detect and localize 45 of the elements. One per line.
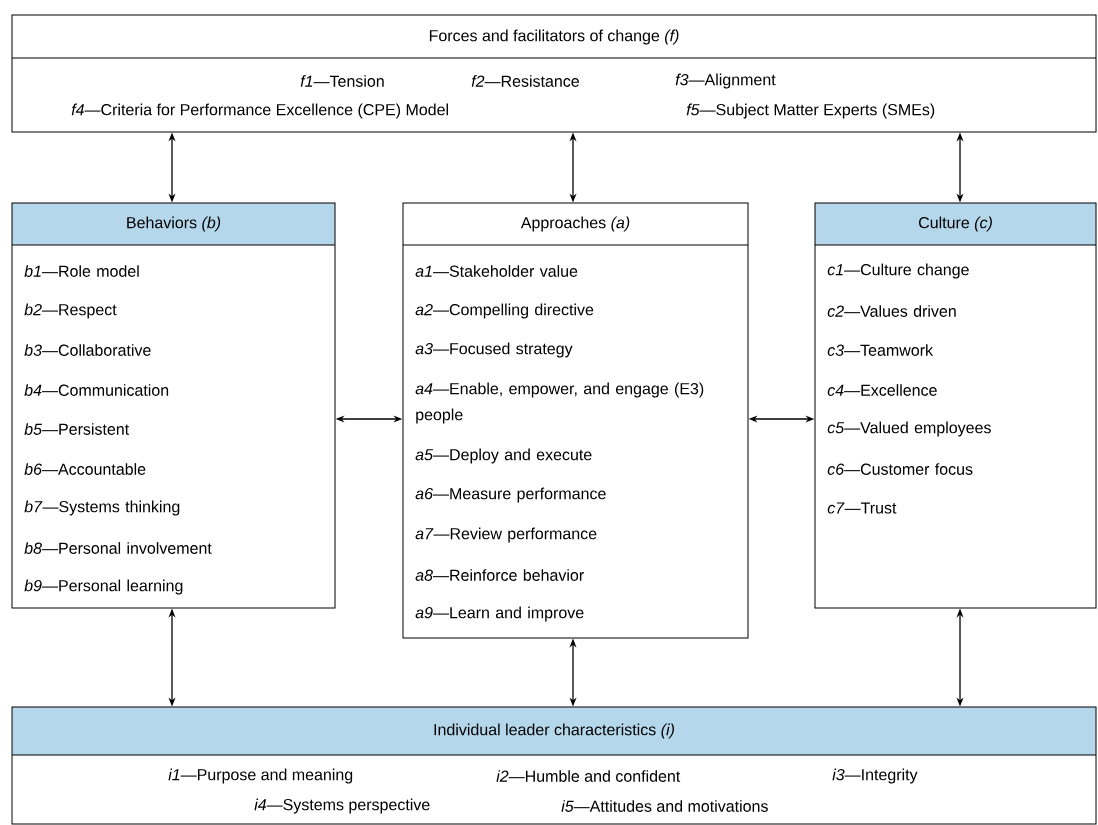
panel-heading: Culture (c) (919, 216, 992, 232)
list-item: b7—Systems thinking (24, 500, 180, 516)
list-item: c1—Culture change (827, 263, 969, 279)
panel (11, 14, 1097, 133)
list-item: a2—Compelling directive (415, 303, 594, 319)
list-item: f4—Criteria for Performance Excellence (CPE) Model (71, 103, 448, 119)
list-item: a6—Measure performance (415, 487, 606, 503)
list-item: i4—Systems perspective (254, 798, 430, 814)
panel (11, 706, 1097, 825)
list-item: c4—Excellence (827, 384, 937, 396)
list-item: i1—Purpose and meaning (168, 768, 353, 784)
list-item: f5—Subject Matter Experts (SMEs) (686, 103, 935, 119)
list-item: b8—Personal involvement (24, 542, 212, 554)
list-item: c7—Trust (827, 502, 897, 514)
list-item: c6—Customer focus (827, 463, 973, 475)
panel-heading: Behaviors (b) (127, 216, 221, 232)
list-item: c5—Valued employees (827, 421, 991, 437)
panel-heading: Approaches (a) (520, 216, 630, 232)
list-item: f3—Alignment (675, 73, 776, 89)
list-item: f2—Resistance (471, 75, 579, 87)
panel-heading: Individual leader characteristics (i) (434, 723, 674, 739)
list-item: c3—Teamwork (827, 344, 934, 356)
list-item: a9—Learn and improve (415, 606, 584, 622)
list-item: b4—Communication (24, 384, 169, 396)
panel (11, 202, 336, 609)
list-item: b1—Role model (24, 265, 139, 277)
list-item: b6—Accountable (24, 463, 146, 475)
list-item: b2—Respect (24, 303, 117, 319)
list-item: a7—Review performance (415, 527, 597, 543)
list-item: f1—Tension (300, 75, 384, 87)
panel (814, 202, 1097, 609)
list-item: b5—Persistent (24, 423, 130, 435)
list-item: a3—Focused strategy (415, 342, 573, 358)
list-item: b9—Personal learning (24, 579, 183, 595)
list-item: a8—Reinforce behavior (415, 569, 584, 581)
list-item: a1—Stakeholder value (415, 265, 578, 277)
list-item: a4—Enable, empower, and engage (E3) people (415, 382, 704, 424)
list-item: b3—Collaborative (24, 344, 151, 356)
panel-heading: Forces and facilitators of change (f) (429, 29, 679, 45)
list-item: a5—Deploy and execute (415, 448, 592, 464)
panel (402, 202, 749, 639)
list-item: i3—Integrity (832, 768, 918, 784)
list-item: c2—Values driven (827, 305, 956, 317)
list-item: i5—Attitudes and motivations (561, 800, 768, 812)
list-item: i2—Humble and confident (496, 770, 681, 782)
